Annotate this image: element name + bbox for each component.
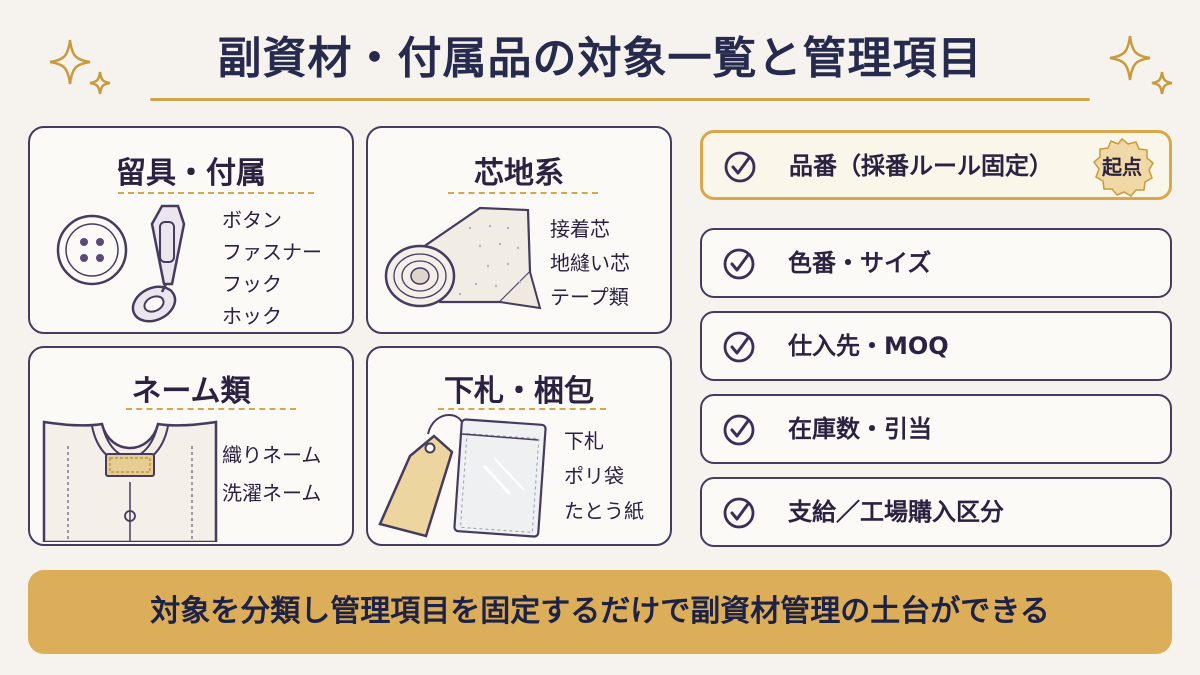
checkmark-circle-icon (723, 331, 755, 363)
management-item-label: 仕入先・MOQ (788, 332, 949, 360)
sparkle-icon (1109, 35, 1173, 95)
hangtag-polybag-icon (378, 414, 547, 538)
checkmark-circle-icon (724, 151, 756, 183)
list-item: テープ類 (550, 285, 629, 309)
button-zipper-icon (56, 204, 186, 323)
list-item: 織りネーム (222, 443, 322, 467)
list-item: 下札 (564, 429, 604, 453)
category-card-tags-packaging: 下札・梱包 下札 ポリ袋 たとう紙 (366, 346, 672, 546)
list-item: ポリ袋 (564, 464, 624, 488)
category-items: ボタン ファスナー フック ホック (222, 204, 322, 332)
dashed-divider (118, 192, 314, 194)
list-item: フック (222, 272, 282, 296)
checkmark-circle-icon (723, 414, 755, 446)
category-card-fasteners: 留具・付属 ボタン ファスナー フック ホック (28, 126, 354, 334)
list-item: 洗濯ネーム (222, 481, 322, 505)
management-item-supplier-moq: 仕入先・MOQ (700, 311, 1172, 381)
list-item: 接着芯 (550, 217, 610, 241)
category-items: 下札 ポリ袋 たとう紙 (564, 424, 644, 529)
list-item: ボタン (222, 208, 282, 232)
list-item: たとう紙 (564, 499, 644, 523)
category-title: 下札・梱包 (444, 374, 594, 409)
dashed-divider (448, 192, 598, 194)
category-title: 芯地系 (474, 156, 564, 191)
category-items: 織りネーム 洗濯ネーム (222, 436, 321, 512)
category-card-name-labels: ネーム類 織りネーム 洗濯ネーム (28, 346, 354, 546)
management-item-inventory: 在庫数・引当 (700, 394, 1172, 464)
dashed-divider (126, 408, 296, 410)
origin-badge: 起点 (1089, 137, 1155, 197)
management-item-label: 色番・サイズ (788, 249, 932, 277)
interlining-roll-icon (384, 206, 542, 310)
category-title: 留具・付属 (116, 156, 266, 191)
management-item-label: 品番（採番ルール固定） (789, 152, 1053, 180)
sparkle-icon (49, 39, 111, 95)
category-title: ネーム類 (131, 374, 251, 409)
management-item-color-size: 色番・サイズ (700, 228, 1172, 298)
title-underline (150, 98, 1090, 101)
checkmark-circle-icon (723, 248, 755, 280)
shirt-label-icon (42, 420, 218, 542)
list-item: ファスナー (222, 240, 322, 264)
summary-text: 対象を分類し管理項目を固定するだけで副資材管理の土台ができる (150, 594, 1050, 629)
badge-seal-icon (1092, 137, 1154, 197)
management-item-part-number: 品番（採番ルール固定） 起点 (700, 130, 1172, 200)
management-item-label: 支給／工場購入区分 (788, 498, 1004, 526)
summary-banner: 対象を分類し管理項目を固定するだけで副資材管理の土台ができる (28, 570, 1172, 654)
list-item: 地縫い芯 (550, 251, 630, 275)
management-item-supply-type: 支給／工場購入区分 (700, 477, 1172, 547)
category-card-interlining: 芯地系 接着芯 地縫い芯 テープ類 (366, 126, 672, 334)
dashed-divider (438, 408, 606, 410)
category-items: 接着芯 地縫い芯 テープ類 (550, 212, 630, 314)
list-item: ホック (222, 304, 282, 328)
checkmark-circle-icon (723, 497, 755, 529)
page-title: 副資材・付属品の対象一覧と管理項目 (217, 33, 983, 84)
badge-label: 起点 (1102, 155, 1142, 179)
management-item-label: 在庫数・引当 (788, 415, 932, 443)
